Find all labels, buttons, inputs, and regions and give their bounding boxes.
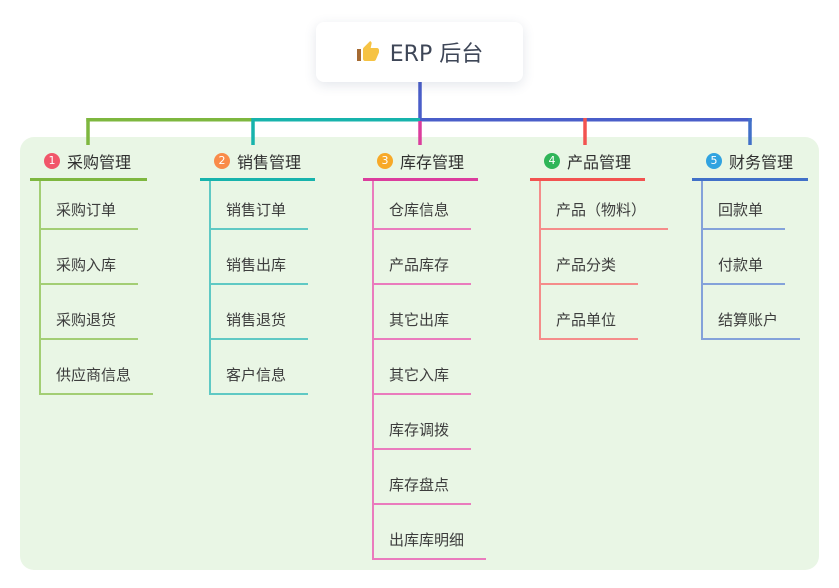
node-receipt-doc[interactable]: 回款单 bbox=[701, 200, 786, 230]
branch-label: 产品管理 bbox=[567, 153, 632, 172]
node-customer-info[interactable]: 客户信息 bbox=[209, 365, 309, 395]
branch-header-sales[interactable]: 2 销售管理 bbox=[200, 150, 315, 181]
node-stock-count[interactable]: 库存盘点 bbox=[372, 475, 472, 505]
branch-header-inventory[interactable]: 3 库存管理 bbox=[363, 150, 478, 181]
badge-2: 2 bbox=[214, 153, 230, 169]
thumbs-up-icon bbox=[356, 40, 380, 64]
branch-label: 库存管理 bbox=[400, 153, 465, 172]
node-purchase-inbound[interactable]: 采购入库 bbox=[39, 255, 139, 285]
branch-label: 销售管理 bbox=[237, 153, 302, 172]
node-other-inbound[interactable]: 其它入库 bbox=[372, 365, 472, 395]
node-warehouse-info[interactable]: 仓库信息 bbox=[372, 200, 472, 230]
node-sales-return[interactable]: 销售退货 bbox=[209, 310, 309, 340]
node-sales-order[interactable]: 销售订单 bbox=[209, 200, 309, 230]
node-product-unit[interactable]: 产品单位 bbox=[539, 310, 639, 340]
mindmap-canvas-panel bbox=[20, 137, 819, 570]
badge-5: 5 bbox=[706, 153, 722, 169]
node-outbound-detail[interactable]: 出库库明细 bbox=[372, 530, 487, 560]
branch-label: 采购管理 bbox=[67, 153, 132, 172]
node-product-category[interactable]: 产品分类 bbox=[539, 255, 639, 285]
branch-label: 财务管理 bbox=[729, 153, 794, 172]
node-sales-outbound[interactable]: 销售出库 bbox=[209, 255, 309, 285]
branch-header-finance[interactable]: 5 财务管理 bbox=[692, 150, 808, 181]
node-purchase-order[interactable]: 采购订单 bbox=[39, 200, 139, 230]
branch-header-purchase[interactable]: 1 采购管理 bbox=[30, 150, 147, 181]
node-other-outbound[interactable]: 其它出库 bbox=[372, 310, 472, 340]
root-label: ERP 后台 bbox=[389, 42, 484, 67]
node-settlement-account[interactable]: 结算账户 bbox=[701, 310, 801, 340]
branch-header-product[interactable]: 4 产品管理 bbox=[530, 150, 645, 181]
node-purchase-return[interactable]: 采购退货 bbox=[39, 310, 139, 340]
node-payment-doc[interactable]: 付款单 bbox=[701, 255, 786, 285]
badge-4: 4 bbox=[544, 153, 560, 169]
badge-1: 1 bbox=[44, 153, 60, 169]
node-product-material[interactable]: 产品（物料） bbox=[539, 200, 669, 230]
node-stock-transfer[interactable]: 库存调拨 bbox=[372, 420, 472, 450]
badge-3: 3 bbox=[377, 153, 393, 169]
root-node[interactable]: ERP 后台 bbox=[316, 22, 523, 82]
node-product-stock[interactable]: 产品库存 bbox=[372, 255, 472, 285]
node-supplier-info[interactable]: 供应商信息 bbox=[39, 365, 154, 395]
